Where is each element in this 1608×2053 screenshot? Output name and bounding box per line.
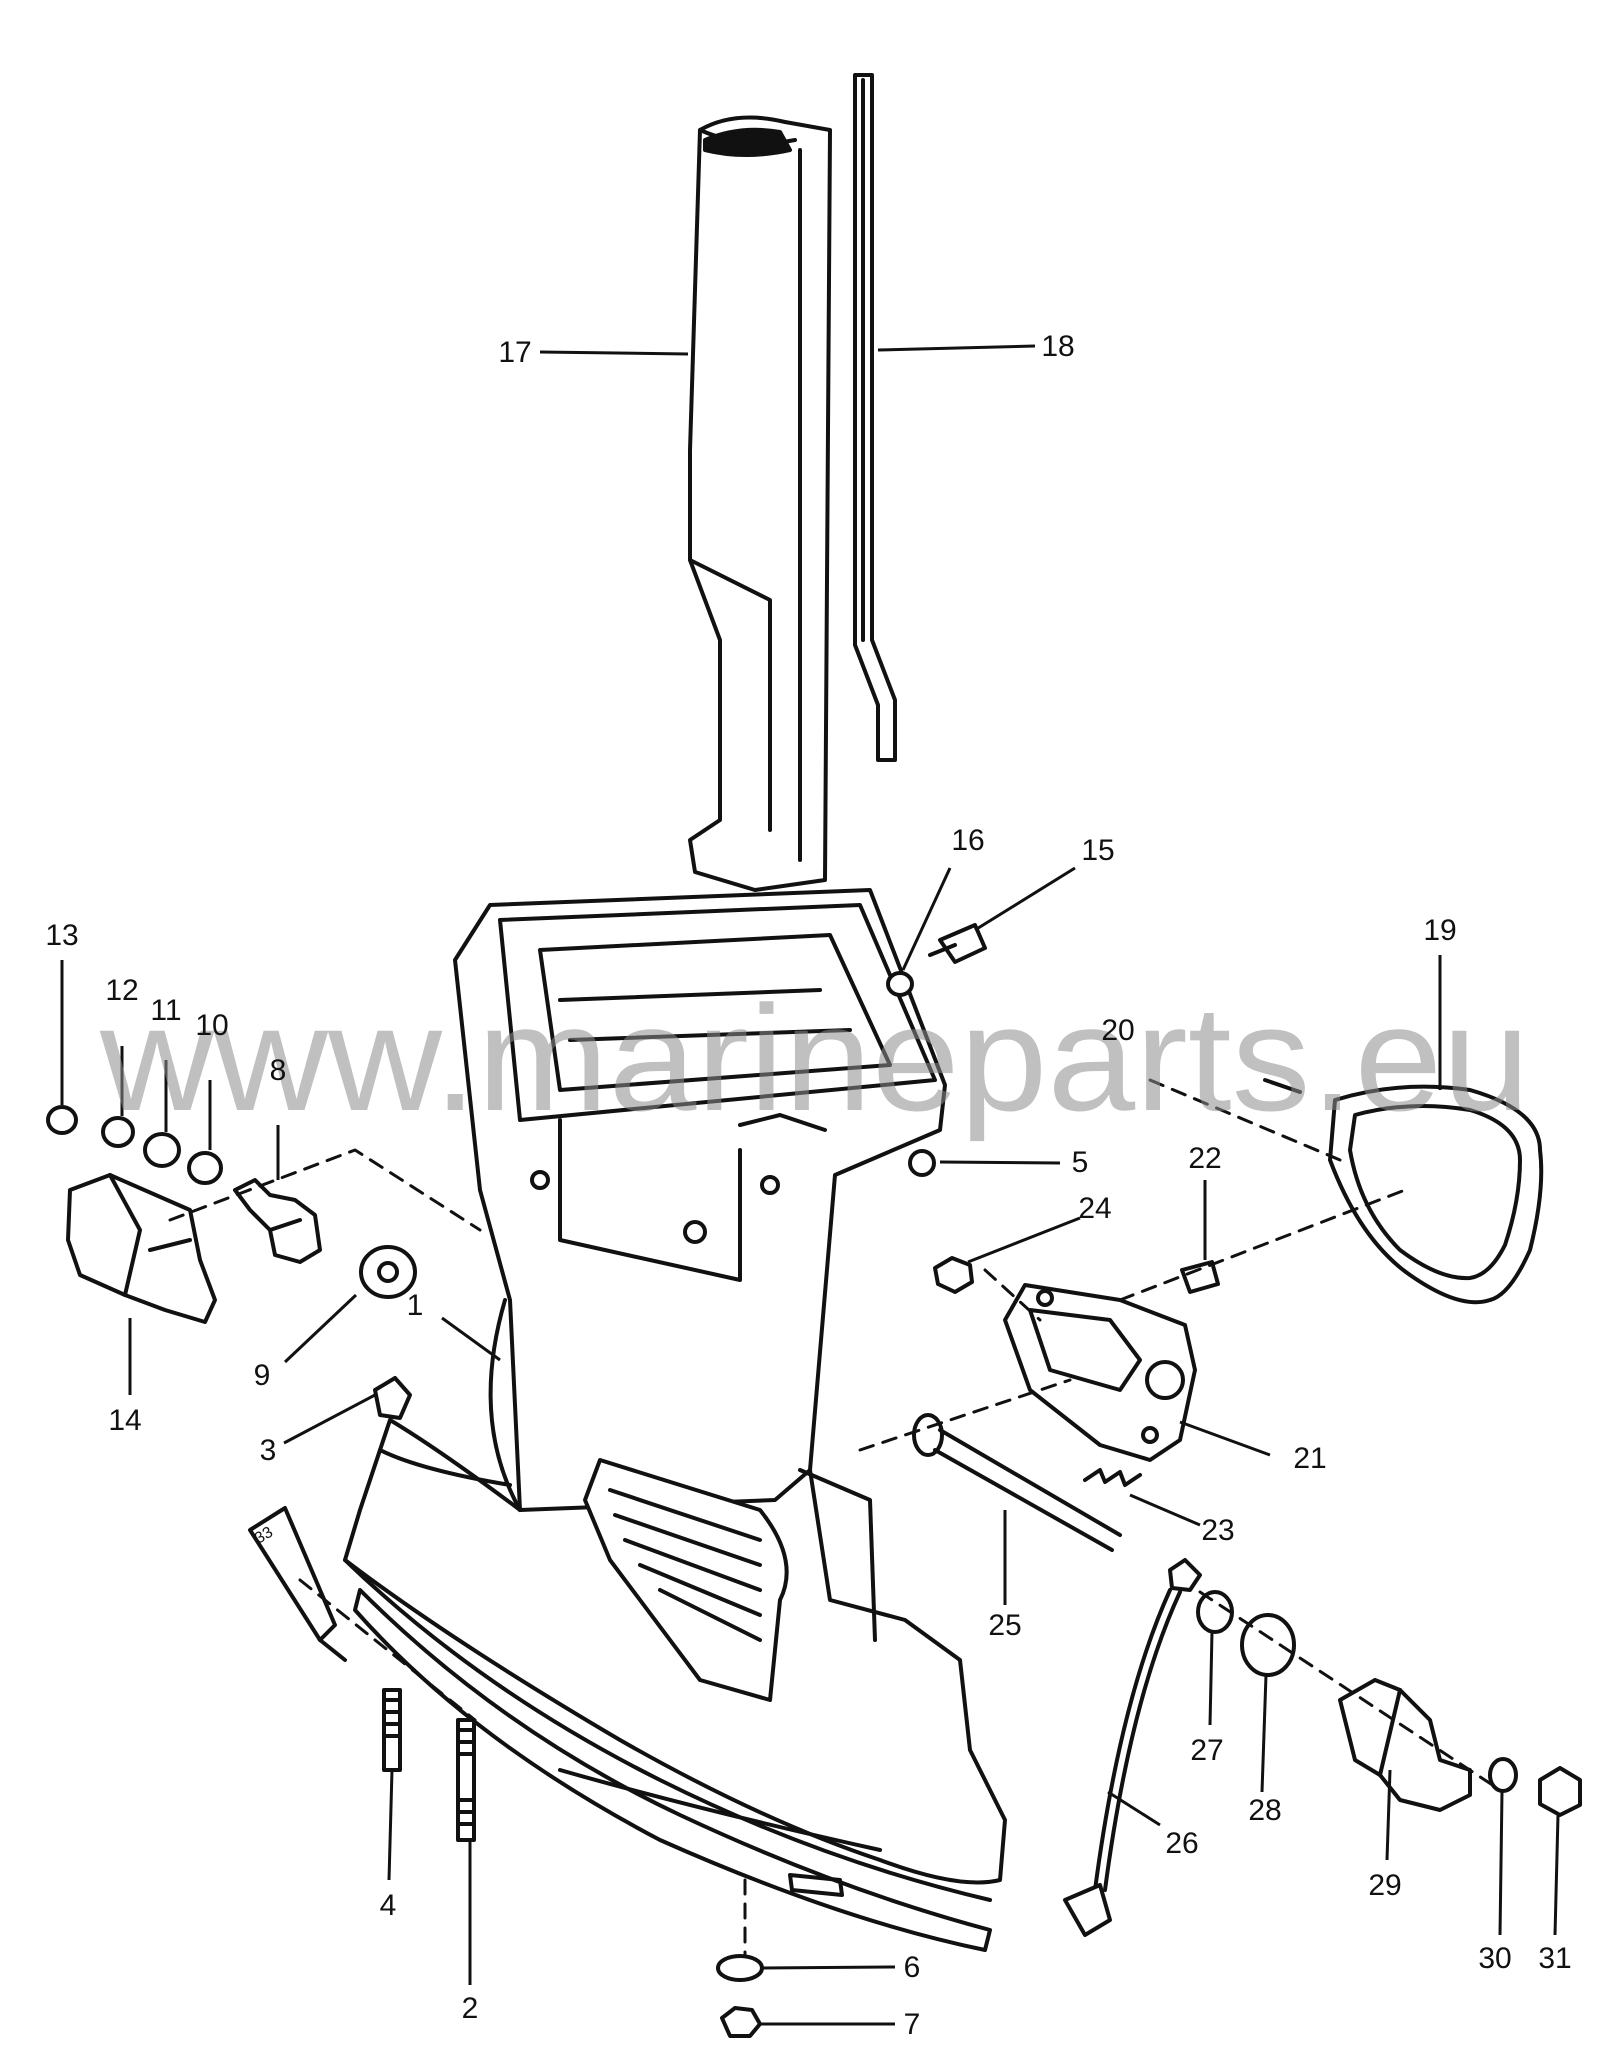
shift-lockwasher-part — [101, 1116, 135, 1148]
sealant-tube-part — [248, 1506, 347, 1662]
watermark: www.marineparts.eu — [99, 974, 1530, 1142]
bracket-part — [1003, 1283, 1197, 1462]
callout-28: 28 — [1248, 1794, 1281, 1827]
callout-14: 14 — [108, 1404, 141, 1437]
callout-1: 1 — [407, 1289, 424, 1322]
callout-31: 31 — [1538, 1942, 1571, 1975]
stud-long-part — [456, 1718, 476, 1842]
callout-20: 20 — [1101, 1014, 1134, 1047]
housing-washer-part — [886, 971, 914, 997]
callout-23: 23 — [1201, 1514, 1234, 1547]
callout-13: 13 — [45, 919, 78, 952]
callout-30: 30 — [1478, 1942, 1511, 1975]
callout-11: 11 — [150, 994, 181, 1027]
housing-screw-part — [928, 923, 987, 964]
shift-coupler-part — [66, 1173, 217, 1324]
sealant-tube-label: 33 — [252, 1524, 276, 1548]
spring-part — [1083, 1468, 1142, 1487]
ground-strap-part — [1063, 1558, 1202, 1937]
shift-cap-part — [46, 1105, 78, 1135]
shift-shaft-part — [233, 1178, 322, 1264]
plug-part — [373, 1376, 412, 1420]
anode-nut-part — [1538, 1766, 1582, 1817]
callout-16: 16 — [951, 824, 984, 857]
trim-washer-large-part — [1240, 1613, 1296, 1677]
callout-19: 19 — [1423, 914, 1456, 947]
callout-5: 5 — [1072, 1146, 1089, 1179]
callout-26: 26 — [1165, 1827, 1198, 1860]
anode-washer-part — [1488, 1757, 1518, 1793]
callout-17: 17 — [498, 336, 531, 369]
callout-15: 15 — [1081, 834, 1114, 867]
grommet-part — [908, 1149, 936, 1177]
washer-part — [716, 1954, 764, 1982]
callout-4: 4 — [380, 1889, 397, 1922]
callout-3: 3 — [260, 1434, 277, 1467]
stud-short-part — [382, 1688, 402, 1772]
anode-part — [1338, 1678, 1472, 1812]
callout-12: 12 — [105, 974, 138, 1007]
callout-22: 22 — [1188, 1142, 1221, 1175]
driveshaft-housing-part — [343, 888, 1007, 1952]
callout-29: 29 — [1368, 1869, 1401, 1902]
cover-pin-part — [1263, 1078, 1302, 1094]
shift-nut-part — [143, 1132, 181, 1168]
nut-part — [720, 2006, 762, 2038]
bracket-bolt-part — [1180, 1260, 1220, 1294]
water-tube-part — [853, 73, 897, 762]
trim-washer-part — [1196, 1590, 1234, 1634]
callout-21: 21 — [1293, 1442, 1326, 1475]
callout-24: 24 — [1078, 1192, 1111, 1225]
callout-8: 8 — [270, 1054, 287, 1087]
callout-2: 2 — [462, 1992, 479, 2025]
rear-cover-part — [1328, 1084, 1544, 1305]
bracket-nut-part — [933, 1256, 974, 1294]
callout-10: 10 — [195, 1009, 228, 1042]
callout-27: 27 — [1190, 1734, 1223, 1767]
callout-9: 9 — [254, 1359, 271, 1392]
exhaust-tube-part — [688, 115, 832, 892]
callout-25: 25 — [988, 1609, 1021, 1642]
callout-6: 6 — [904, 1951, 921, 1984]
callout-18: 18 — [1041, 330, 1074, 363]
callout-7: 7 — [904, 2008, 921, 2041]
shift-washer-part — [187, 1151, 223, 1185]
